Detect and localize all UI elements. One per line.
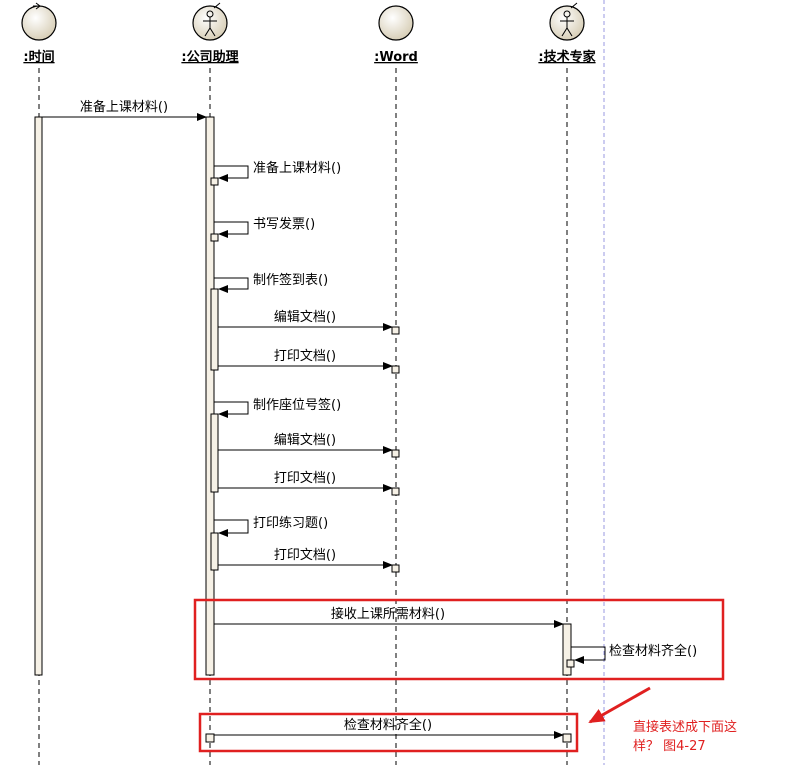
object-word[interactable]: :Word <box>374 5 418 65</box>
object-assistant[interactable]: :公司助理 <box>181 2 239 65</box>
self-message-arrow[interactable] <box>571 646 606 664</box>
message-label: 制作签到表() <box>253 272 328 288</box>
annotation-line1: 直接表述成下面这 <box>633 719 737 735</box>
message-label: 打印练习题() <box>253 516 328 531</box>
highlight-box-proposed <box>198 712 579 753</box>
message-arrows <box>42 113 606 739</box>
call-return-box[interactable] <box>391 487 400 496</box>
message-label: 检查材料齐全() <box>609 643 697 659</box>
highlight-box-current <box>193 598 725 681</box>
control-icon <box>378 5 414 41</box>
stick-figure-icon <box>203 2 221 37</box>
call-box[interactable] <box>205 733 215 743</box>
self-call-box[interactable] <box>566 659 575 668</box>
activation-expert[interactable] <box>562 623 572 676</box>
self-call-box[interactable] <box>210 177 219 186</box>
object-time[interactable]: :时间 <box>21 2 57 65</box>
call-return-box[interactable] <box>391 326 400 335</box>
message-label: 编辑文档() <box>274 310 336 325</box>
message-label: 制作座位号签() <box>253 397 341 413</box>
message-label: 准备上课材料() <box>80 99 168 115</box>
control-arrow-icon <box>33 2 41 10</box>
message-label: 书写发票() <box>253 216 315 232</box>
self-message-arrow[interactable] <box>214 221 249 238</box>
annotation-arrow <box>588 686 651 724</box>
call-return-box[interactable] <box>391 564 400 573</box>
call-return-box[interactable] <box>562 733 572 743</box>
activation-assistant-nested[interactable] <box>210 532 219 571</box>
activations <box>34 116 575 743</box>
self-call-box[interactable] <box>210 233 219 242</box>
message-label: 打印文档() <box>274 471 336 486</box>
message-label: 编辑文档() <box>274 433 336 448</box>
self-message-arrow[interactable] <box>214 277 249 293</box>
activation-assistant-nested[interactable] <box>210 413 219 493</box>
self-message-arrow[interactable] <box>214 519 249 537</box>
activation-assistant-nested[interactable] <box>210 288 219 371</box>
activation-assistant[interactable] <box>205 116 215 676</box>
activation-time[interactable] <box>34 116 43 676</box>
object-label: :技术专家 <box>538 49 596 65</box>
object-label: :时间 <box>23 49 54 65</box>
message-label: 接收上课所需材料() <box>331 606 445 622</box>
call-return-box[interactable] <box>391 365 400 374</box>
message-label: 检查材料齐全() <box>344 717 432 733</box>
message-label: 准备上课材料() <box>253 160 341 176</box>
message-label: 打印文档() <box>274 349 336 364</box>
stick-figure-icon <box>560 2 578 37</box>
annotation-line2: 样？ 图4-27 <box>633 739 706 754</box>
call-return-box[interactable] <box>391 449 400 458</box>
message-label: 打印文档() <box>274 548 336 563</box>
self-message-arrow[interactable] <box>214 401 249 418</box>
object-label: :公司助理 <box>181 49 238 65</box>
object-label: :Word <box>374 50 418 65</box>
message-labels: 准备上课材料() 准备上课材料() 书写发票() 制作签到表() 编辑文档() … <box>80 99 697 733</box>
control-icon <box>21 5 57 41</box>
self-message-arrow[interactable] <box>214 165 249 182</box>
object-expert[interactable]: :技术专家 <box>538 2 597 65</box>
